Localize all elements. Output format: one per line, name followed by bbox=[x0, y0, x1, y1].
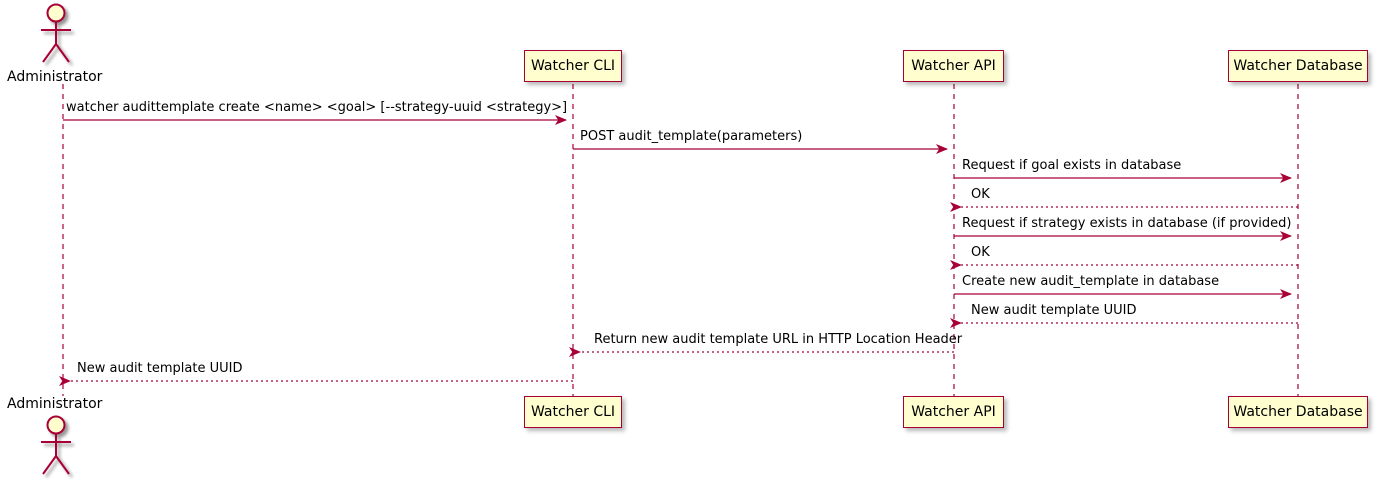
participant-box-watcher-database-top[interactable]: Watcher Database bbox=[1228, 50, 1368, 82]
message-label-8: New audit template UUID bbox=[971, 303, 1137, 318]
participant-box-watcher-cli-top[interactable]: Watcher CLI bbox=[524, 50, 622, 82]
actor-administrator-bottom bbox=[41, 415, 71, 475]
message-label-9: Return new audit template URL in HTTP Lo… bbox=[594, 332, 963, 347]
message-arrows bbox=[59, 115, 1298, 386]
participant-box-watcher-database-bottom[interactable]: Watcher Database bbox=[1228, 396, 1368, 428]
participant-label-watcher-database-top: Watcher Database bbox=[1233, 58, 1363, 74]
message-label-10: New audit template UUID bbox=[77, 361, 243, 376]
participant-label-watcher-database-bottom: Watcher Database bbox=[1233, 404, 1363, 420]
message-label-3: Request if goal exists in database bbox=[962, 158, 1182, 173]
actor-label-administrator-top: Administrator bbox=[7, 69, 103, 85]
participant-box-watcher-cli-bottom[interactable]: Watcher CLI bbox=[524, 396, 622, 428]
participant-box-watcher-api-top[interactable]: Watcher API bbox=[903, 50, 1004, 82]
message-label-5: Request if strategy exists in database (… bbox=[962, 216, 1292, 231]
participant-label-watcher-api-top: Watcher API bbox=[911, 58, 996, 74]
participant-label-watcher-cli-bottom: Watcher CLI bbox=[530, 404, 616, 420]
actor-label-administrator-bottom: Administrator bbox=[7, 396, 103, 412]
participant-label-watcher-cli-top: Watcher CLI bbox=[530, 58, 616, 74]
message-label-2: POST audit_template(parameters) bbox=[580, 129, 803, 144]
participant-label-watcher-api-bottom: Watcher API bbox=[911, 404, 996, 420]
lifelines bbox=[62, 84, 1299, 396]
participant-box-watcher-api-bottom[interactable]: Watcher API bbox=[903, 396, 1004, 428]
actor-administrator-top bbox=[41, 3, 71, 63]
message-label-7: Create new audit_template in database bbox=[962, 274, 1220, 289]
message-label-4: OK bbox=[971, 187, 990, 202]
message-label-1: watcher audittemplate create <name> <goa… bbox=[66, 100, 568, 115]
message-label-6: OK bbox=[971, 245, 990, 260]
